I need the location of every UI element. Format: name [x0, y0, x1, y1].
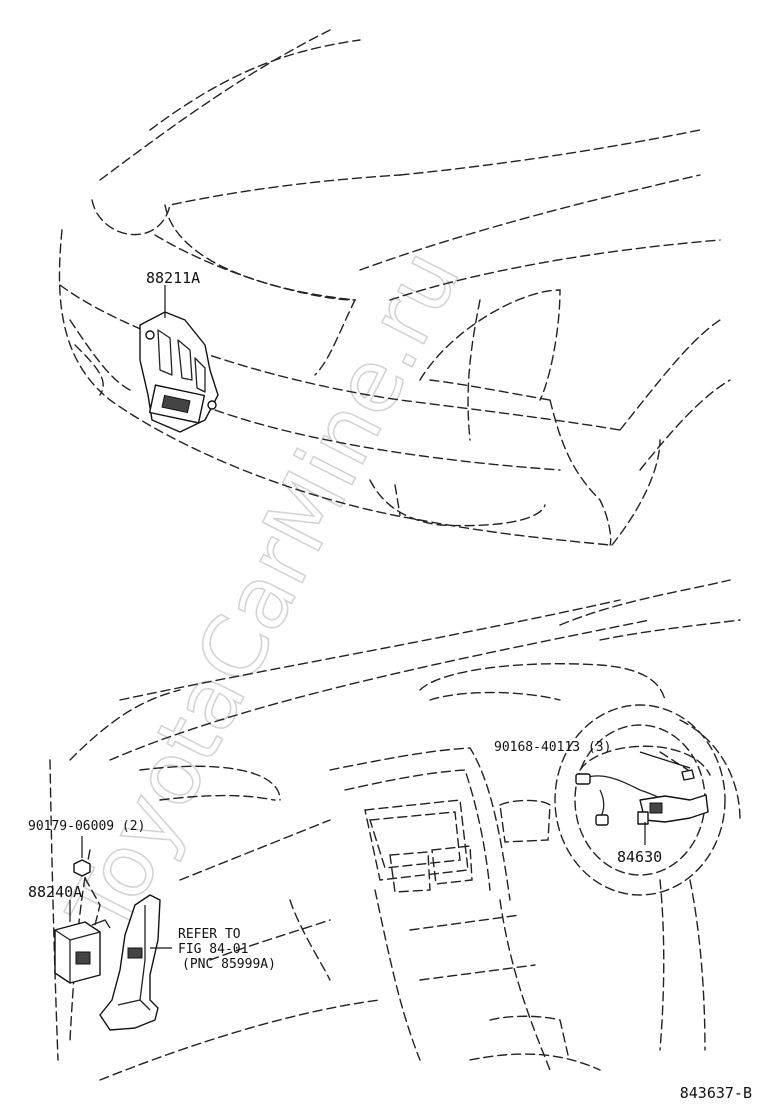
screw-leader — [639, 751, 691, 769]
front-sensor-label: 88211A — [146, 269, 200, 287]
nut-part[interactable] — [73, 859, 91, 877]
amplifier-label: 88240A — [28, 883, 82, 901]
switch-part[interactable] — [575, 773, 709, 826]
watermark: ToyotaCarMine.ru — [49, 235, 480, 951]
reference-line-2: FIG 84-01 — [178, 942, 248, 957]
reference-line-1: REFER TO — [178, 927, 241, 942]
diagram-code: 843637-B — [680, 1084, 752, 1102]
bracket-part — [99, 894, 161, 1031]
screw-part[interactable] — [681, 769, 695, 781]
car-front-outline — [58, 29, 731, 546]
nut-label: 90179-06009 (2) — [28, 819, 145, 834]
screw-label: 90168-40113 (3) — [494, 740, 611, 755]
front-sensor-part[interactable] — [139, 311, 219, 433]
reference-line-3: (PNC 85999A) — [182, 957, 276, 972]
amplifier-part[interactable] — [54, 919, 111, 984]
switch-label: 84630 — [617, 848, 662, 866]
